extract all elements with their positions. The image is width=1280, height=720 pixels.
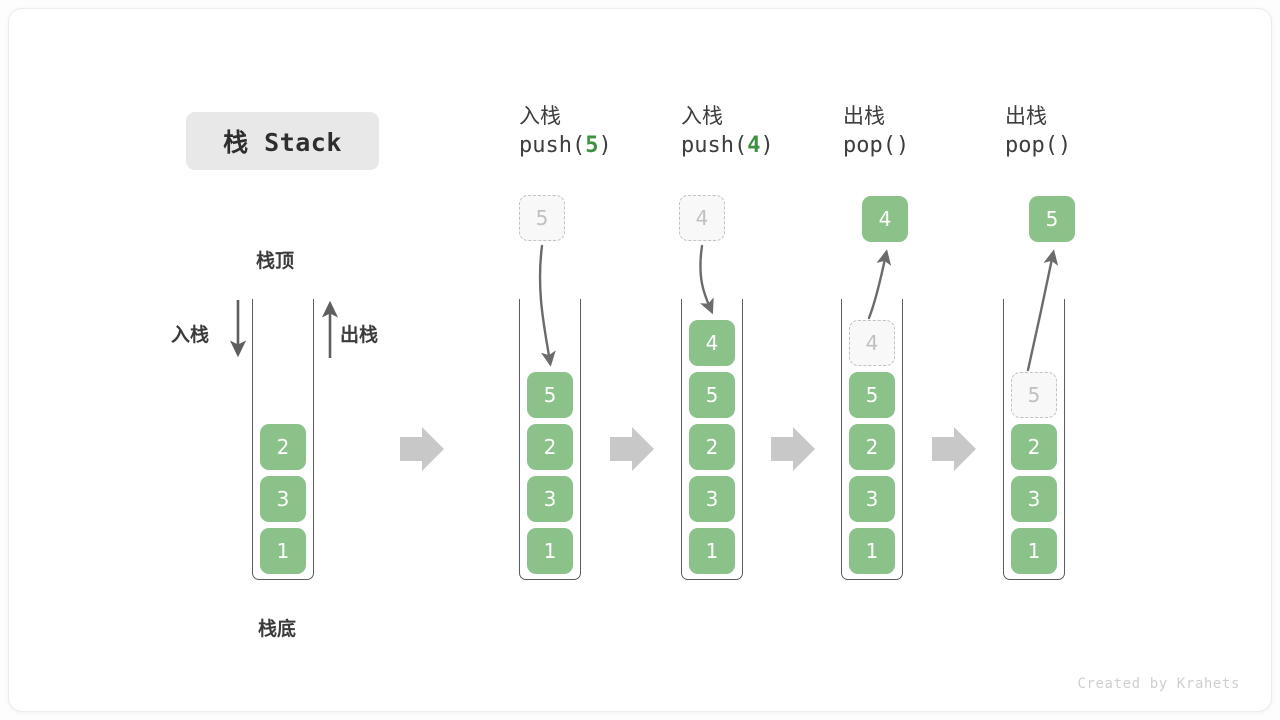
stack-box: 1 [1011, 528, 1057, 574]
title-badge: 栈 Stack [186, 112, 379, 170]
op-header-code: push(5) [519, 129, 699, 163]
op-code-suffix: ) [760, 133, 774, 158]
stack-box: 1 [527, 528, 573, 574]
op-header-push-5: 入栈 push(5) [519, 103, 699, 163]
stack-box: 3 [527, 476, 573, 522]
credit-text: Created by Krahets [1077, 676, 1240, 692]
stack-box: 5 [527, 372, 573, 418]
vacated-ghost-box: 4 [849, 320, 895, 366]
stack-tube-push-4 [681, 299, 743, 580]
stack-tube-pop-5 [1003, 299, 1065, 580]
op-code-suffix: ) [598, 133, 612, 158]
popped-value-box: 4 [862, 196, 908, 242]
stack-box: 2 [260, 424, 306, 470]
op-code-suffix: ) [1057, 133, 1072, 158]
stack-tube-push-5 [519, 299, 581, 580]
stack-box: 3 [849, 476, 895, 522]
incoming-ghost-box: 4 [679, 195, 725, 241]
op-header-cjk: 入栈 [681, 104, 723, 128]
stack-box: 5 [689, 372, 735, 418]
stack-box: 4 [689, 320, 735, 366]
op-code-prefix: push( [681, 133, 748, 158]
op-header-code: pop() [843, 129, 1023, 163]
stack-box: 1 [689, 528, 735, 574]
op-code-suffix: ) [895, 133, 910, 158]
stack-box: 2 [527, 424, 573, 470]
op-header-code: pop() [1005, 129, 1185, 163]
stack-tube-pop-4 [841, 299, 903, 580]
push-direction-label: 入栈 [171, 324, 210, 346]
op-header-pop-5: 出栈 pop() [1005, 103, 1185, 163]
vacated-ghost-box: 5 [1011, 372, 1057, 418]
op-header-code: push(4) [681, 129, 861, 163]
op-code-arg: 5 [585, 133, 599, 158]
stack-box: 5 [849, 372, 895, 418]
op-header-cjk: 出栈 [843, 104, 885, 128]
op-header-pop-4: 出栈 pop() [843, 103, 1023, 163]
op-code-prefix: push( [519, 133, 586, 158]
op-code-prefix: pop( [1005, 133, 1058, 158]
stack-box: 2 [849, 424, 895, 470]
op-code-prefix: pop( [843, 133, 896, 158]
stack-box: 2 [1011, 424, 1057, 470]
stack-box: 2 [689, 424, 735, 470]
stack-box: 3 [689, 476, 735, 522]
stack-top-label: 栈顶 [256, 250, 295, 272]
incoming-ghost-box: 5 [519, 195, 565, 241]
stack-tube-initial [252, 299, 314, 580]
popped-value-box: 5 [1029, 196, 1075, 242]
stack-box: 3 [1011, 476, 1057, 522]
stack-box: 1 [849, 528, 895, 574]
op-header-cjk: 入栈 [519, 104, 561, 128]
stack-box: 3 [260, 476, 306, 522]
stack-box: 1 [260, 528, 306, 574]
stack-bottom-label: 栈底 [258, 618, 297, 640]
op-header-push-4: 入栈 push(4) [681, 103, 861, 163]
op-header-cjk: 出栈 [1005, 104, 1047, 128]
op-code-arg: 4 [747, 133, 761, 158]
pop-direction-label: 出栈 [340, 324, 379, 346]
